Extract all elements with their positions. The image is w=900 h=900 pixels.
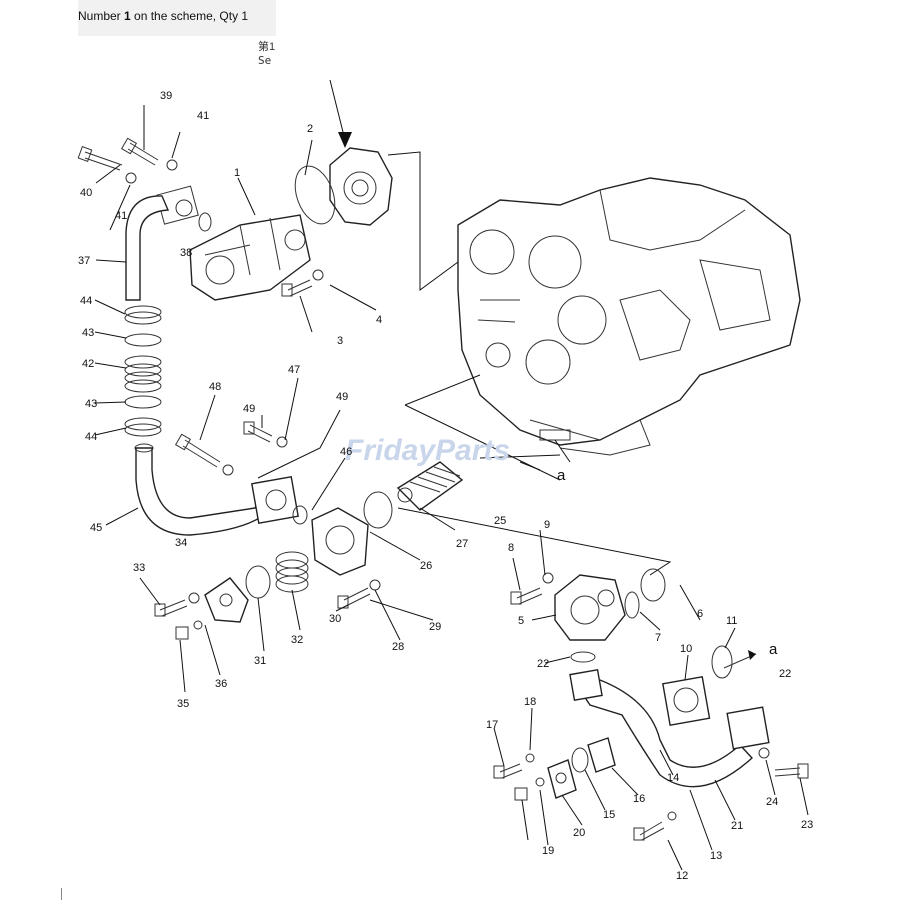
callout-46: 46 xyxy=(340,446,352,458)
callout-22-b: 22 xyxy=(779,668,791,680)
callout-a-b: a xyxy=(769,641,778,658)
callout-34: 34 xyxy=(175,537,187,549)
callout-6: 6 xyxy=(697,608,703,620)
callout-14: 14 xyxy=(667,772,679,784)
bolt-group-upper xyxy=(77,137,324,297)
callout-38: 38 xyxy=(180,247,192,259)
callout-28: 28 xyxy=(392,641,404,653)
callout-41-b: 41 xyxy=(115,210,127,222)
callout-3: 3 xyxy=(337,335,343,347)
callout-41: 41 xyxy=(197,110,209,122)
callout-21: 21 xyxy=(731,820,743,832)
o-ring-11 xyxy=(711,645,733,679)
watermark-logo: FridayParts xyxy=(345,434,510,467)
o-ring-31 xyxy=(245,565,271,599)
scheme-caption: Number 1 on the scheme, Qty 1 xyxy=(78,9,248,23)
callout-15: 15 xyxy=(603,809,615,821)
callout-24: 24 xyxy=(766,796,778,808)
page-edge-mark xyxy=(61,888,62,900)
hydraulic-pump-assembly xyxy=(156,185,311,301)
bolt-48 xyxy=(182,439,221,468)
o-ring-6 xyxy=(640,568,666,602)
callout-37: 37 xyxy=(78,255,90,267)
callout-20: 20 xyxy=(573,827,585,839)
diagram-header-fragment-cjk: 第1 xyxy=(258,41,276,53)
callout-31: 31 xyxy=(254,655,266,667)
callout-10: 10 xyxy=(680,643,692,655)
callout-labels: 39 41 2 40 1 41 37 38 3 4 44 43 42 43 44… xyxy=(78,90,813,882)
o-ring-22 xyxy=(570,651,596,663)
callout-35: 35 xyxy=(177,698,189,710)
callout-a: a xyxy=(557,467,566,484)
callout-39: 39 xyxy=(160,90,172,102)
callout-2: 2 xyxy=(307,123,313,135)
callout-29: 29 xyxy=(429,621,441,633)
callout-32: 32 xyxy=(291,634,303,646)
callout-49: 49 xyxy=(336,391,348,403)
callout-42: 42 xyxy=(82,358,94,370)
callout-13: 13 xyxy=(710,850,722,862)
plug-35 xyxy=(175,626,189,640)
leader-lines xyxy=(94,79,809,871)
caption-suffix: on the scheme, Qty 1 xyxy=(130,9,249,23)
callout-26: 26 xyxy=(420,560,432,572)
cover-plate-36 xyxy=(204,577,249,623)
callout-22: 22 xyxy=(537,658,549,670)
callout-4: 4 xyxy=(376,314,382,326)
callout-25: 25 xyxy=(494,515,506,527)
callout-33: 33 xyxy=(133,562,145,574)
return-pipe xyxy=(135,447,271,536)
callout-49-b: 49 xyxy=(243,403,255,415)
suction-pipe xyxy=(125,195,170,301)
callout-5: 5 xyxy=(518,615,524,627)
diagram-header-fragment-se: Se xyxy=(258,54,272,67)
caption-part-number: 1 xyxy=(124,9,131,23)
o-ring-46 xyxy=(292,505,308,525)
callout-9: 9 xyxy=(544,519,550,531)
callout-44: 44 xyxy=(80,295,92,307)
callout-23: 23 xyxy=(801,819,813,831)
pipe-flange-34 xyxy=(251,476,299,524)
callout-11: 11 xyxy=(726,615,737,627)
gear-pump-5 xyxy=(554,574,626,641)
callout-18: 18 xyxy=(524,696,536,708)
callout-16: 16 xyxy=(633,793,645,805)
strainer-element xyxy=(396,461,464,511)
callout-7: 7 xyxy=(655,632,661,644)
callout-12: 12 xyxy=(676,870,688,882)
callout-47: 47 xyxy=(288,364,300,376)
callout-19: 19 xyxy=(542,845,554,857)
o-ring-7 xyxy=(624,591,640,619)
strainer-case xyxy=(311,507,369,576)
callout-48: 48 xyxy=(209,381,221,393)
pipe-end-opening xyxy=(134,443,154,453)
callout-36: 36 xyxy=(215,678,227,690)
callout-8: 8 xyxy=(508,542,514,554)
hose-clamp-stack xyxy=(124,305,162,437)
bolt-33 xyxy=(159,599,188,617)
callout-43: 43 xyxy=(82,327,94,339)
callout-17: 17 xyxy=(486,719,498,731)
callout-40: 40 xyxy=(80,187,92,199)
o-ring-26 xyxy=(363,491,393,529)
caption-prefix: Number xyxy=(78,9,125,23)
callout-30: 30 xyxy=(329,613,341,625)
scheme-caption-bar: Number 1 on the scheme, Qty 1 xyxy=(78,0,276,36)
transmission-housing xyxy=(457,177,801,456)
callout-44-b: 44 xyxy=(85,431,97,443)
pipe-fittings-lower xyxy=(493,737,809,841)
callout-43-b: 43 xyxy=(85,398,97,410)
spring-32 xyxy=(275,551,309,593)
callout-1: 1 xyxy=(234,167,240,179)
callout-45: 45 xyxy=(90,522,102,534)
callout-27: 27 xyxy=(456,538,468,550)
pump-mount-flange xyxy=(294,147,393,226)
delivery-pipe-21 xyxy=(569,668,770,788)
